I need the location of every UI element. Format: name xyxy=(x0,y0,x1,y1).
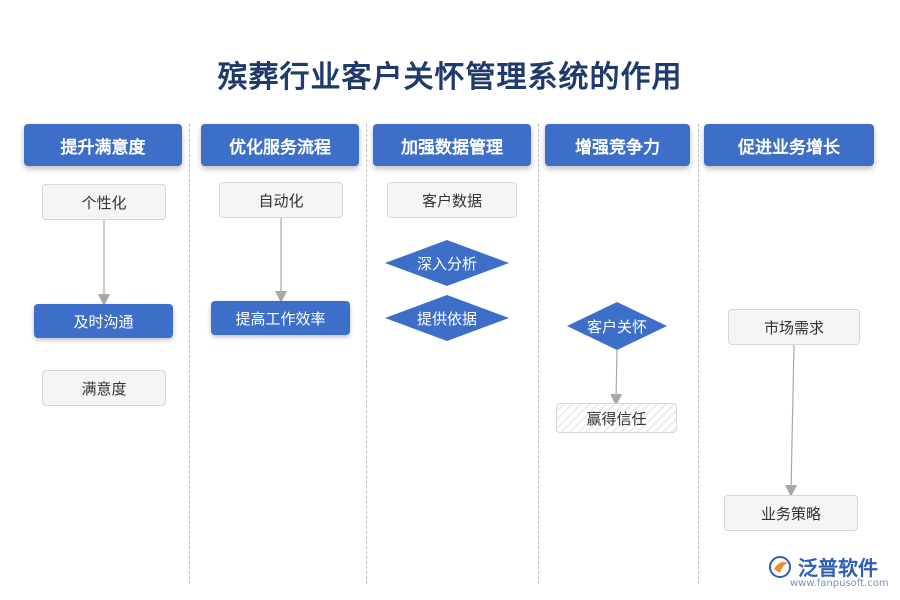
node-personalization: 个性化 xyxy=(42,184,166,220)
column-header-growth: 促进业务增长 xyxy=(704,124,874,166)
node-satisfaction: 满意度 xyxy=(42,370,166,406)
node-efficiency: 提高工作效率 xyxy=(211,301,350,335)
column-header-process: 优化服务流程 xyxy=(201,124,359,166)
column-divider xyxy=(366,124,367,584)
node-market-demand: 市场需求 xyxy=(728,309,860,345)
logo-name: 泛普软件 xyxy=(798,556,878,580)
column-divider xyxy=(698,124,699,584)
column-header-data: 加强数据管理 xyxy=(373,124,531,166)
node-business-strategy: 业务策略 xyxy=(724,495,858,531)
column-header-competitiveness: 增强竞争力 xyxy=(545,124,690,166)
arrow-connector xyxy=(610,349,623,406)
column-header-satisfaction: 提升满意度 xyxy=(24,124,182,166)
node-customer-care: 客户关怀 xyxy=(586,317,647,336)
diamond-shape-analysis xyxy=(385,240,509,286)
logo-url: www.fanpusoft.com xyxy=(790,578,889,589)
brand-logo: 泛普软件 xyxy=(768,552,878,581)
node-win-trust: 赢得信任 xyxy=(556,403,677,433)
column-divider xyxy=(538,124,539,584)
node-timely-communication: 及时沟通 xyxy=(34,304,173,338)
column-divider xyxy=(189,124,190,584)
page-title: 殡葬行业客户关怀管理系统的作用 xyxy=(217,60,683,95)
fanpu-logo-icon xyxy=(769,555,791,578)
diamond-shape-care xyxy=(567,302,667,350)
node-customer-data: 客户数据 xyxy=(387,182,517,218)
node-automation: 自动化 xyxy=(219,182,343,218)
arrow-connector xyxy=(785,343,798,497)
diamond-shape-basis xyxy=(385,295,509,341)
node-provide-basis: 提供依据 xyxy=(416,309,477,328)
node-deep-analysis: 深入分析 xyxy=(416,254,477,273)
